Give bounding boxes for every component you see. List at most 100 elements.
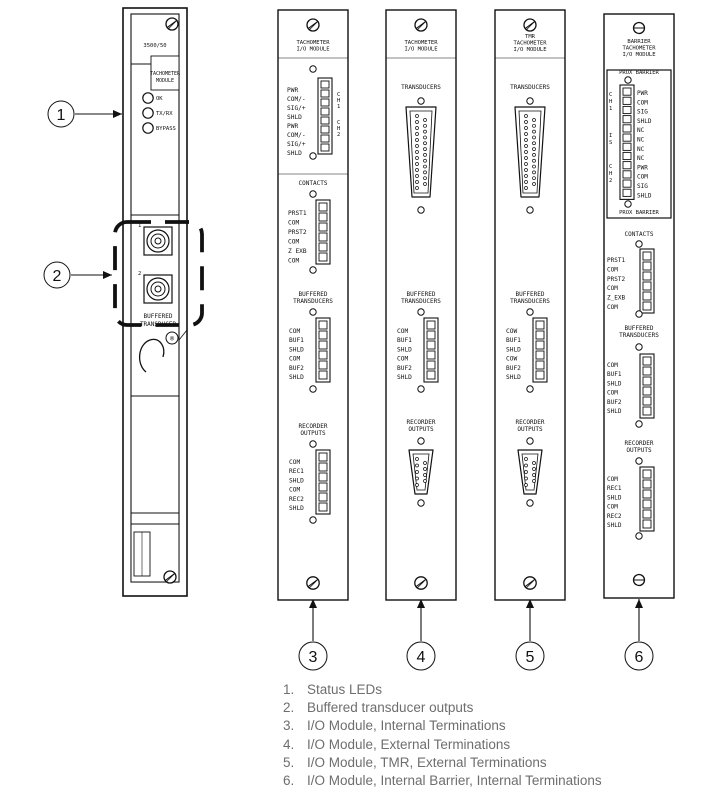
terminal-cell: [318, 482, 328, 492]
dsub-pin: [532, 467, 536, 471]
terminal-cell: [622, 105, 632, 115]
section-heading: TRANSDUCERS: [510, 84, 550, 91]
dsub-pin: [415, 186, 419, 190]
terminal-cell: [318, 492, 328, 502]
dsub-shell: [405, 106, 437, 198]
terminal-label: SIG: [637, 109, 648, 116]
module-title: MODULE: [156, 78, 174, 84]
arrowhead-icon: [113, 110, 122, 118]
mount-hole: [417, 385, 425, 393]
terminal-cell: [535, 330, 545, 340]
dsub-pin: [524, 463, 528, 468]
dsub-pin: [532, 182, 536, 186]
dsub-pin: [423, 176, 427, 181]
terminal-cell: [320, 98, 330, 107]
section-heading: RECORDER: [299, 423, 328, 430]
terminal-cell: [642, 489, 652, 499]
dsub-pin: [524, 144, 528, 148]
terminal-cell: [642, 356, 652, 366]
terminal-cell: [426, 360, 436, 370]
section-heading: TRANSDUCERS: [401, 84, 441, 91]
callout-number: 3: [309, 649, 318, 666]
terminal-label: COM: [289, 356, 300, 363]
callout-3: 3: [298, 599, 328, 671]
terminal-cell: [642, 509, 652, 519]
module-part-number: 3500/50: [143, 43, 166, 49]
terminal-cell: [426, 350, 436, 360]
terminal-label: COM/-: [287, 96, 306, 103]
callout-5: 5: [515, 599, 545, 671]
terminal-cell: [622, 170, 632, 179]
legend-item-5: 5.I/O Module, TMR, External Terminations: [283, 754, 547, 770]
dsub-pin: [415, 470, 419, 474]
mount-hole: [526, 97, 534, 105]
terminal-label: PWR: [287, 123, 298, 130]
status-led-icon: [142, 122, 154, 134]
screw-slot: [526, 580, 534, 588]
recorder-dsub-9-icon: [408, 449, 434, 495]
callout-number: 6: [635, 649, 644, 666]
mount-hole: [417, 437, 425, 445]
terminal-cell: [318, 452, 328, 462]
terminal-label: COM: [637, 99, 648, 106]
dsub-pin: [423, 158, 427, 163]
section-heading: BUFFERED: [407, 291, 436, 298]
terminal-block-contacts: [315, 199, 331, 265]
terminal-cell: [642, 386, 652, 396]
dsub-pin: [524, 162, 528, 166]
screw-slot: [417, 580, 425, 588]
led-label: TX/RX: [156, 111, 173, 117]
terminal-cell: [318, 242, 328, 252]
terminal-cell: [318, 370, 328, 380]
screw-slot: [166, 574, 174, 582]
terminal-label: SHLD: [607, 522, 622, 529]
terminal-label: COM: [637, 174, 648, 181]
terminal-cell: [642, 301, 652, 311]
terminal-cell: [642, 281, 652, 291]
callout-4: 4: [406, 599, 436, 671]
terminal-cell: [318, 212, 328, 222]
mount-hole: [526, 206, 534, 214]
panel-title: TACHOMETER: [296, 40, 330, 46]
terminal-label: SHLD: [289, 374, 304, 381]
legend-item-2: 2.Buffered transducer outputs: [283, 700, 474, 716]
terminal-label: COM: [288, 258, 299, 265]
terminal-block-buffered: [423, 317, 439, 383]
terminal-cell: [426, 320, 436, 330]
terminal-cell: [320, 116, 330, 125]
section-heading: BUFFERED: [516, 291, 545, 298]
screw-slot: [417, 22, 425, 30]
callout-number: 1: [57, 107, 66, 124]
channel-mark: I: [609, 133, 612, 139]
terminal-label: SHLD: [397, 346, 412, 353]
terminal-label: PWR: [637, 90, 648, 97]
channel-mark: C: [337, 92, 340, 98]
dsub-pin: [524, 114, 528, 118]
terminal-label: PRST1: [607, 257, 625, 264]
mount-hole: [417, 499, 425, 507]
terminal-label: BUF1: [607, 371, 622, 378]
screw-slot: [309, 580, 317, 588]
callout-circle: [47, 100, 75, 128]
section-heading: RECORDER: [625, 440, 654, 447]
section-heading: TRANSDUCERS: [401, 298, 441, 305]
dsub-pin: [532, 473, 536, 477]
dsub-pin: [524, 150, 528, 154]
terminal-label: NC: [637, 137, 645, 144]
terminal-block-buffered: [639, 353, 655, 419]
mount-hole: [309, 308, 317, 316]
arrowhead-icon: [417, 599, 425, 608]
panel-title: BARRIER: [627, 39, 651, 45]
terminal-cell: [642, 271, 652, 281]
dsub-pin: [415, 476, 419, 481]
channel-mark: S: [609, 140, 612, 146]
terminal-cell: [320, 80, 330, 89]
section-heading: OUTPUTS: [517, 426, 543, 433]
legend-item-1: 1.Status LEDs: [283, 682, 383, 697]
dsub-pin: [524, 180, 528, 184]
mount-hole: [309, 385, 317, 393]
dsub-pin: [524, 132, 528, 136]
callout-number: 4: [417, 649, 426, 666]
screw-slot: [168, 21, 176, 29]
